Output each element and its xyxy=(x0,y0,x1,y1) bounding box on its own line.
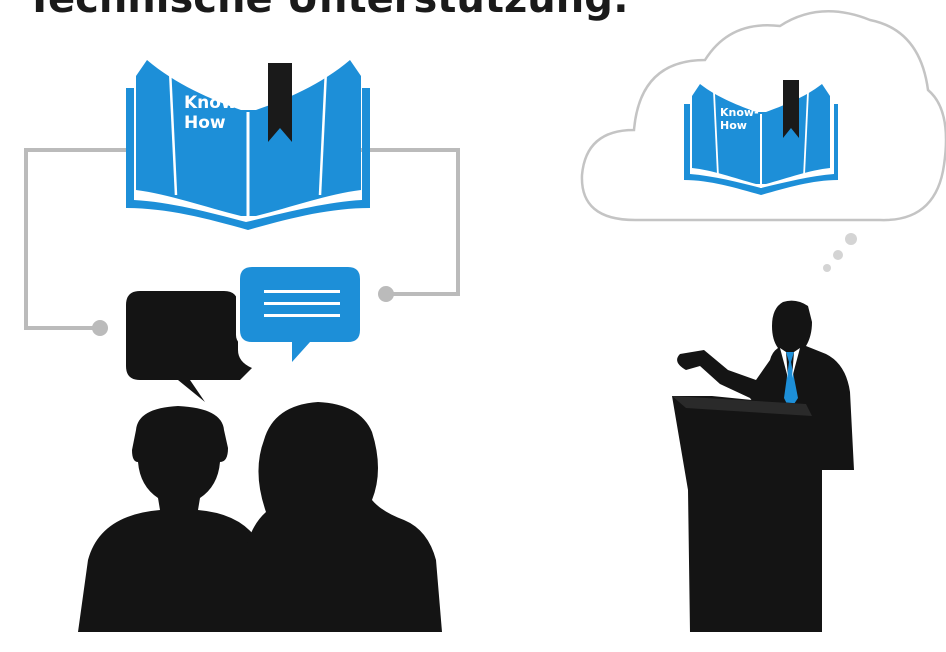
people-icon xyxy=(78,402,442,632)
book-label-line1: Know- xyxy=(184,93,244,113)
connector-dot-left xyxy=(92,320,108,336)
speech-bubble-icon xyxy=(126,291,252,402)
bookmark-icon xyxy=(268,63,292,142)
book-label-line2: How xyxy=(184,113,226,133)
cloud-book-icon: Know- How xyxy=(684,80,838,195)
tie-icon xyxy=(784,352,798,410)
connector-lines xyxy=(24,148,460,330)
podium-icon xyxy=(672,396,822,632)
chat-bubble-icon xyxy=(236,261,366,362)
thought-dots-icon xyxy=(823,233,857,272)
cloud-book-label-line1: Know- xyxy=(720,106,759,119)
collar xyxy=(780,348,800,378)
connector-dot-right xyxy=(378,286,394,302)
book-icon: Know- How xyxy=(126,60,370,230)
cloud-book-label-line2: How xyxy=(720,119,747,132)
page-title: Technische Unterstützung: xyxy=(26,0,629,25)
podium-edge xyxy=(672,396,812,416)
cloud-bookmark-icon xyxy=(783,80,799,138)
